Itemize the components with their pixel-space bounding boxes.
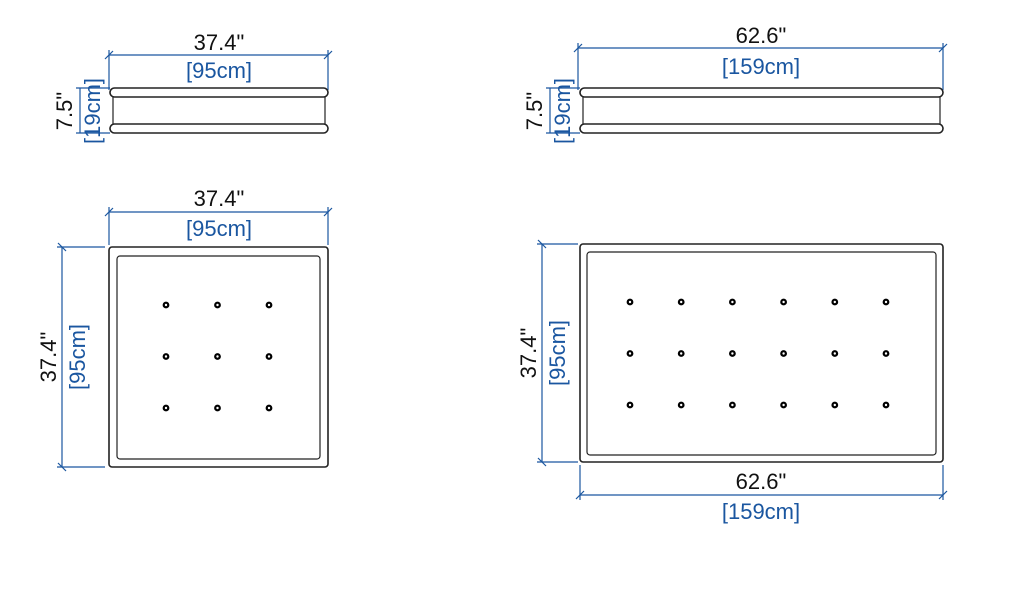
tufting-button xyxy=(265,404,273,412)
tufting-button xyxy=(214,301,221,309)
width-inches-label: 62.6" xyxy=(736,23,787,48)
width-cm-label: [95cm] xyxy=(186,216,252,241)
tufting-button xyxy=(677,298,685,306)
tufting-button xyxy=(162,404,170,412)
bottom-rail xyxy=(579,123,944,134)
tufting-buttons xyxy=(626,298,890,409)
tufting-button xyxy=(265,301,273,309)
tufting-button xyxy=(677,350,685,357)
tufting-button xyxy=(831,350,839,357)
top-rail xyxy=(109,87,329,98)
depth-cm-label: [95cm] xyxy=(545,320,570,386)
width-inches-label: 37.4" xyxy=(194,186,245,211)
width-cm-label: [159cm] xyxy=(722,499,800,524)
width-inches-label: 37.4" xyxy=(194,30,245,55)
tufting-button xyxy=(214,404,221,412)
ottoman-outline xyxy=(579,243,944,463)
width-cm-label: [159cm] xyxy=(722,54,800,79)
tufting-button xyxy=(780,298,787,306)
tufting-button xyxy=(831,401,839,409)
height-inches-label: 7.5" xyxy=(52,92,77,130)
tufting-button xyxy=(882,350,890,357)
tufting-button xyxy=(162,353,170,360)
tufting-button xyxy=(780,401,787,409)
tufting-button xyxy=(626,401,634,409)
tufting-button xyxy=(831,298,839,306)
top-view-small: 37.4" [95cm] 37.4" [95cm] xyxy=(36,186,333,472)
top-rail xyxy=(579,87,944,98)
cushion-outline xyxy=(586,251,937,456)
bottom-rail xyxy=(109,123,329,134)
tufting-button xyxy=(882,298,890,306)
tufting-button xyxy=(677,401,685,409)
height-inches-label: 7.5" xyxy=(522,92,547,130)
tufting-button xyxy=(729,298,736,306)
cushion-outline xyxy=(116,255,321,460)
depth-inches-label: 37.4" xyxy=(516,328,541,379)
tufting-button xyxy=(265,353,273,360)
side-view-large: 62.6" [159cm] 7.5" [19cm] xyxy=(522,23,948,144)
width-inches-label: 62.6" xyxy=(736,469,787,494)
tufting-button xyxy=(626,298,634,306)
height-cm-label: [19cm] xyxy=(550,78,575,144)
tufting-button xyxy=(882,401,890,409)
tufting-button xyxy=(162,301,170,309)
height-cm-label: [19cm] xyxy=(80,78,105,144)
tufting-buttons xyxy=(162,301,273,412)
width-cm-label: [95cm] xyxy=(186,58,252,83)
tufting-button xyxy=(214,353,221,360)
side-view-small: 37.4" [95cm] 7.5" [19cm] xyxy=(52,30,333,144)
top-view-large: 37.4" [95cm] 62.6" [159cm] xyxy=(516,239,948,524)
tufting-button xyxy=(626,350,634,357)
tufting-button xyxy=(780,350,787,357)
depth-inches-label: 37.4" xyxy=(36,332,61,383)
depth-cm-label: [95cm] xyxy=(65,324,90,390)
tufting-button xyxy=(729,350,736,357)
tufting-button xyxy=(729,401,736,409)
